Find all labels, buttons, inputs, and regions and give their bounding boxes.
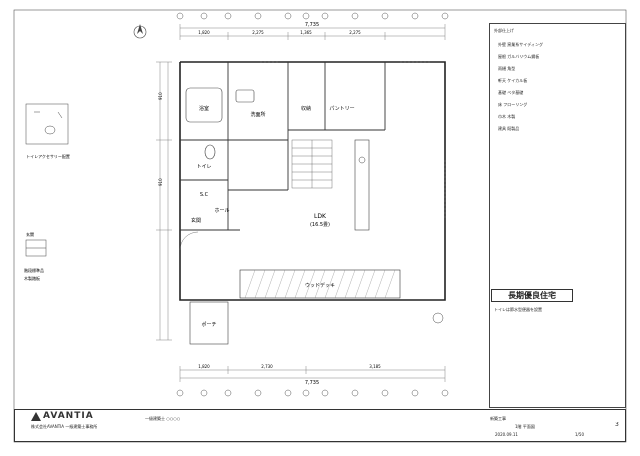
- note-item: 床 フローリング: [498, 102, 528, 107]
- porch-step-detail: [25, 239, 47, 257]
- drawing-date: 2020.09.11: [495, 432, 518, 437]
- title-block: AVANTIA 株式会社AVANTIA 一級建築士事務所 一級建築士 ○○○○ …: [14, 409, 626, 442]
- bottom-total-dimension: 7,735: [305, 380, 319, 386]
- notes-footer: トイレは節水型便器を設置: [494, 307, 542, 312]
- note-item: 建具 既製品: [498, 126, 520, 131]
- room-porch: ポーチ: [201, 321, 216, 328]
- room-bath: 浴室: [199, 105, 209, 112]
- interior-walls: [180, 62, 386, 231]
- bottom-dim-3: 3,185: [369, 364, 381, 369]
- drawing-title: 1階 平面図: [515, 424, 535, 429]
- porch-note-1: 階段標準品: [24, 267, 44, 273]
- top-grid-bubbles: [176, 12, 449, 20]
- top-dim-2: 2,275: [252, 30, 264, 35]
- room-toilet: トイレ: [196, 164, 211, 170]
- toilet-accessory-detail: [25, 103, 69, 145]
- top-dimension-lines: [179, 24, 446, 40]
- notes-title: 外部仕上げ: [494, 28, 514, 33]
- left-dim-1: 910: [158, 92, 163, 100]
- sheet-number: 3: [615, 422, 619, 427]
- left-dimension-lines: [156, 61, 172, 341]
- room-deck: ウッドデッキ: [305, 282, 335, 289]
- wood-deck-hatch: [239, 269, 401, 299]
- architect-name: 一級建築士 ○○○○: [145, 416, 181, 421]
- window-lines: [260, 61, 446, 220]
- room-sc: S.C: [200, 192, 209, 198]
- company-sub: 株式会社AVANTIA 一級建築士事務所: [31, 424, 98, 429]
- company-logo-text: AVANTIA: [43, 411, 94, 421]
- kitchen-counter: [354, 139, 370, 231]
- exterior-walls: [179, 61, 446, 301]
- staircase: [291, 139, 333, 189]
- project-name: 新築工事: [490, 416, 506, 421]
- bottom-dim-1: 1,820: [198, 364, 210, 369]
- room-entrance: 玄関: [191, 217, 201, 224]
- sheet-border: [13, 9, 627, 443]
- room-wash: 洗面所: [250, 111, 265, 118]
- note-item: 外壁 窯業系サイディング: [498, 42, 543, 47]
- room-storage: 収納: [301, 105, 311, 112]
- room-hall: ホール: [214, 208, 229, 214]
- company-logo-icon: [31, 412, 41, 421]
- porch-note-2: 木製踏板: [24, 275, 40, 281]
- drawing-scale: 1/50: [575, 432, 584, 437]
- note-item: 軒天 ケイカル板: [498, 78, 528, 83]
- top-total-dimension: 7,735: [305, 22, 319, 28]
- bottom-grid-bubbles: [176, 389, 449, 397]
- bottom-dimension-lines: [179, 366, 446, 382]
- room-ldk: LDK: [314, 213, 327, 220]
- note-item: 巾木 木製: [498, 114, 516, 119]
- note-item: 屋根 ガルバリウム鋼板: [498, 54, 540, 59]
- notes-panel: 外部仕上げ 外壁 窯業系サイディング 屋根 ガルバリウム鋼板 雨樋 角型 軒天 …: [489, 23, 626, 408]
- sink-fixture: [358, 156, 366, 164]
- room-ldk-area: (16.5畳): [310, 222, 330, 228]
- wash-basin: [235, 89, 255, 103]
- bathtub: [185, 87, 223, 123]
- room-pantry: パントリー: [329, 106, 354, 112]
- left-dim-2: 910: [158, 178, 163, 186]
- top-dim-4: 2,275: [349, 30, 361, 35]
- porch-step-label: 玄関: [26, 231, 34, 237]
- north-arrow-icon: [133, 24, 147, 39]
- porch-outline: [189, 301, 229, 345]
- entrance-door-swing: [179, 231, 199, 251]
- toilet-fixture: [204, 144, 216, 160]
- top-dim-3: 1,365: [300, 30, 312, 35]
- note-item: 基礎 ベタ基礎: [498, 90, 524, 95]
- exterior-unit-icon: [432, 312, 444, 324]
- top-dim-1: 1,820: [198, 30, 210, 35]
- long-term-housing-badge: 長期優良住宅: [491, 289, 573, 302]
- note-item: 雨樋 角型: [498, 66, 516, 71]
- bottom-dim-2: 2,730: [261, 364, 273, 369]
- toilet-accessory-label: トイレアクセサリー配置: [26, 153, 70, 159]
